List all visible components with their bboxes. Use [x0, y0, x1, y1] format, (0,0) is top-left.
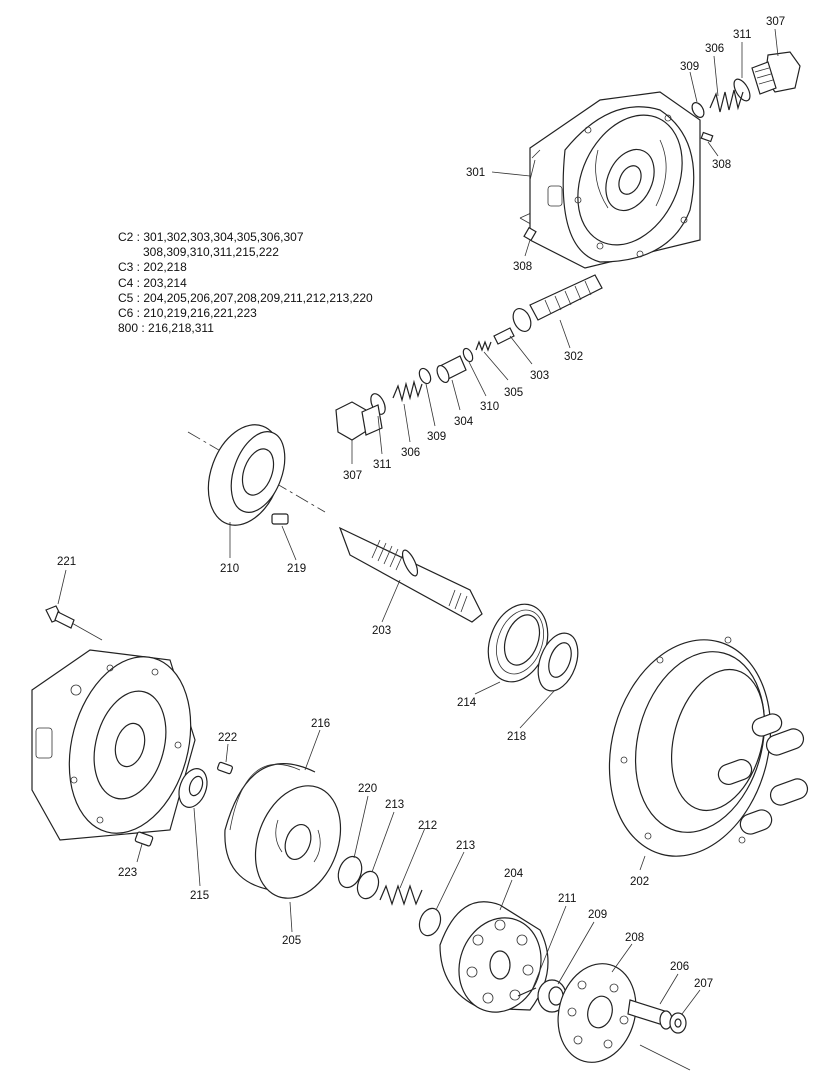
callout-307: 307 — [343, 470, 362, 482]
o-ring-310 — [462, 347, 474, 363]
callout-311: 311 — [373, 459, 391, 471]
washer-213-a — [356, 870, 380, 900]
legend-row-c2: C2 : 301,302,303,304,305,306,307 — [118, 230, 373, 245]
piston-206 — [627, 999, 673, 1030]
oil-seal-218 — [537, 632, 579, 692]
legend-parts: 204,205,206,207,208,209,211,212,213,220 — [143, 290, 373, 305]
washer-309-mid — [418, 367, 432, 385]
snap-ring-220 — [337, 855, 363, 889]
callout-309: 309 — [427, 431, 446, 443]
callout-213: 213 — [385, 799, 404, 811]
legend-key: C5 : — [118, 290, 141, 305]
callout-220: 220 — [358, 783, 377, 795]
legend-row-c2-cont: 308,309,310,311,215,222 — [118, 245, 373, 260]
pin-222 — [217, 761, 233, 775]
callout-205: 205 — [282, 935, 301, 947]
parts-kit-legend: C2 : 301,302,303,304,305,306,307 308,309… — [118, 230, 373, 336]
spring-305 — [475, 340, 492, 352]
legend-parts: 210,219,216,221,223 — [143, 306, 257, 321]
relief-plug-307-top — [751, 51, 801, 95]
bearing-cover-210 — [207, 424, 286, 526]
port-block — [31, 649, 196, 841]
legend-row-c4: C4 : 203,214 — [118, 276, 373, 291]
callout-306: 306 — [705, 43, 724, 55]
legend-row-800: 800 : 216,218,311 — [118, 321, 373, 336]
set-plate-208 — [557, 963, 637, 1063]
callout-304: 304 — [454, 416, 474, 428]
o-ring-311-top — [733, 78, 751, 102]
callout-212: 212 — [418, 820, 437, 832]
callout-302: 302 — [564, 351, 583, 363]
legend-key: C2 : — [118, 230, 141, 244]
callout-303: 303 — [530, 370, 549, 382]
callout-218: 218 — [507, 731, 526, 743]
pin-211 — [517, 987, 537, 997]
callout-213: 213 — [456, 840, 475, 852]
legend-parts: 203,214 — [143, 275, 187, 290]
legend-key: 800 : — [118, 321, 145, 336]
bearing-214 — [487, 603, 549, 683]
callout-311: 311 — [733, 29, 751, 41]
callout-221: 221 — [57, 556, 76, 568]
legend-parts: 202,218 — [143, 260, 187, 275]
callout-210: 210 — [220, 563, 239, 575]
callout-216: 216 — [311, 718, 330, 730]
callout-306: 306 — [401, 447, 420, 459]
valve-housing-301 — [529, 91, 701, 269]
callout-215: 215 — [190, 890, 209, 902]
part-callouts: 307 311 306 309 308 301 308 302 303 305 … — [57, 16, 785, 990]
callout-305: 305 — [504, 387, 523, 399]
legend-key: C3 : — [118, 260, 141, 275]
legend-parts: 216,218,311 — [148, 321, 214, 336]
callout-308: 308 — [513, 261, 532, 273]
pin-223 — [134, 831, 154, 847]
washer-309-top — [691, 102, 705, 118]
legend-row-c3: C3 : 202,218 — [118, 260, 373, 275]
legend-row-c5: C5 : 204,205,206,207,208,209,211,212,213… — [118, 291, 373, 306]
legend-row-c6: C6 : 210,219,216,221,223 — [118, 306, 373, 321]
cylinder-block-204 — [439, 901, 549, 1013]
spring-306-mid — [392, 379, 423, 403]
callout-222: 222 — [218, 732, 237, 744]
legend-parts: 301,302,303,304,305,306,307 — [143, 230, 304, 244]
callout-308: 308 — [712, 159, 731, 171]
leader-lines — [57, 28, 779, 1015]
pin-219 — [271, 513, 289, 525]
callout-207: 207 — [694, 978, 713, 990]
legend-key: C6 : — [118, 306, 141, 321]
callout-301: 301 — [466, 167, 485, 179]
motor-housing-202 — [608, 636, 809, 857]
callout-223: 223 — [118, 867, 137, 879]
washer-213-b — [418, 907, 442, 937]
callout-214: 214 — [457, 697, 477, 709]
plug-304 — [436, 355, 467, 384]
callout-219: 219 — [287, 563, 306, 575]
legend-key: C4 : — [118, 275, 141, 290]
bearing-215 — [178, 768, 208, 808]
callout-206: 206 — [670, 961, 689, 973]
spring-306-top — [709, 89, 744, 113]
spool-302 — [512, 274, 603, 332]
snap-ring-216 — [224, 763, 316, 893]
shoe-207 — [669, 1012, 687, 1034]
relief-plug-307-mid — [335, 401, 383, 441]
legend-parts: 308,309,310,311,215,222 — [143, 245, 279, 260]
callout-211: 211 — [558, 893, 576, 905]
callout-309: 309 — [680, 61, 699, 73]
callout-310: 310 — [480, 401, 499, 413]
shaft-203 — [338, 526, 483, 623]
check-poppet-303 — [493, 327, 515, 345]
callout-203: 203 — [372, 625, 391, 637]
pin-308-top — [700, 131, 714, 143]
spring-212 — [379, 884, 423, 906]
callout-202: 202 — [630, 876, 649, 888]
callout-208: 208 — [625, 932, 644, 944]
callout-204: 204 — [504, 868, 524, 880]
bolt-221 — [45, 605, 75, 629]
pin-308-mid — [523, 226, 537, 242]
callout-307: 307 — [766, 16, 785, 28]
valve-plate-205 — [254, 785, 342, 899]
callout-209: 209 — [588, 909, 607, 921]
